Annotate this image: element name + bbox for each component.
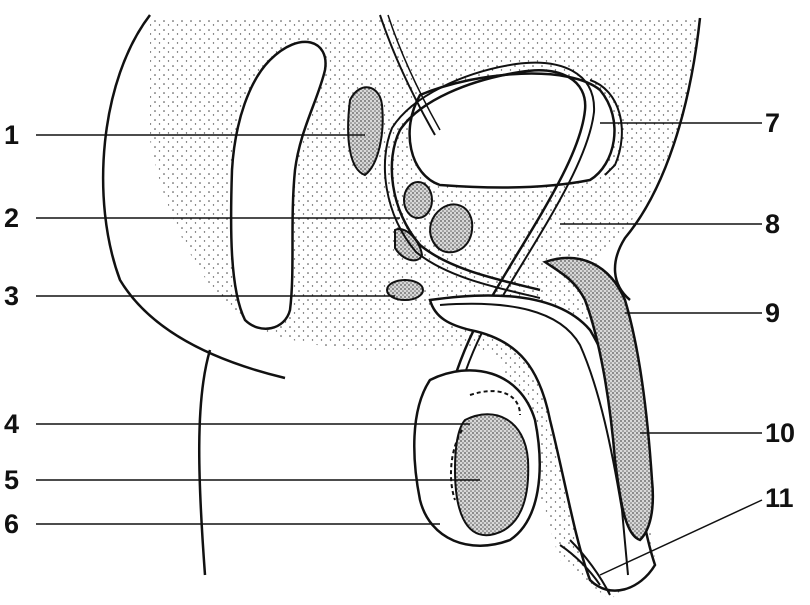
bladder bbox=[410, 74, 615, 188]
ampulla bbox=[404, 182, 432, 218]
buttock-outline bbox=[199, 350, 210, 575]
label-10: 10 bbox=[765, 420, 795, 447]
label-7: 7 bbox=[765, 110, 780, 137]
label-4: 4 bbox=[4, 411, 19, 438]
label-11: 11 bbox=[765, 485, 794, 512]
label-8: 8 bbox=[765, 211, 780, 238]
testis bbox=[455, 414, 528, 535]
label-2: 2 bbox=[4, 205, 19, 232]
bulbourethral-gland bbox=[387, 280, 423, 300]
label-3: 3 bbox=[4, 283, 19, 310]
label-1: 1 bbox=[4, 122, 19, 149]
label-5: 5 bbox=[4, 467, 19, 494]
label-6: 6 bbox=[4, 511, 19, 538]
label-9: 9 bbox=[765, 300, 780, 327]
